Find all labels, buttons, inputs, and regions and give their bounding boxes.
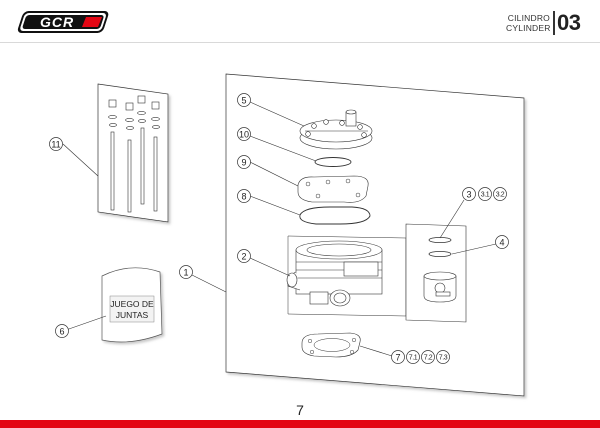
svg-text:9: 9 xyxy=(241,158,246,168)
svg-text:1: 1 xyxy=(183,268,188,278)
cylinder-head xyxy=(299,109,373,150)
svg-text:3: 3 xyxy=(466,190,471,200)
section-title-en: CYLINDER xyxy=(506,23,551,33)
base-gasket-ring xyxy=(299,206,371,225)
callout-7-1 xyxy=(406,350,420,364)
section-titles: CILINDRO CYLINDER xyxy=(506,13,550,33)
svg-text:3.2: 3.2 xyxy=(496,192,505,199)
svg-text:7.3: 7.3 xyxy=(439,355,448,362)
callout-4 xyxy=(495,235,509,249)
head-o-ring xyxy=(314,157,352,167)
section-separator xyxy=(553,11,555,35)
callout-7 xyxy=(391,350,405,364)
cylinder-kit-panel xyxy=(185,73,525,397)
callout-5 xyxy=(237,93,251,107)
gcr-logo: GCR xyxy=(17,11,109,33)
svg-text:3.1: 3.1 xyxy=(481,192,490,199)
logo-text: GCR xyxy=(40,14,74,30)
callout-6 xyxy=(55,324,69,338)
svg-text:2: 2 xyxy=(241,252,246,262)
gasket-kit-label-line1: JUEGO DE xyxy=(110,299,154,309)
logo-red-accent xyxy=(82,17,102,27)
piston xyxy=(423,271,457,303)
stud-bolts xyxy=(110,127,158,213)
cylinder-body xyxy=(286,240,383,307)
svg-text:7.1: 7.1 xyxy=(409,355,418,362)
head-gasket xyxy=(297,175,369,203)
section-title-es: CILINDRO xyxy=(507,13,550,23)
footer-red-bar xyxy=(0,420,600,428)
callout-7-3 xyxy=(436,350,450,364)
callout-10 xyxy=(237,127,251,141)
callout-3-1 xyxy=(478,187,492,201)
section-number: 03 xyxy=(557,10,581,35)
callout-11 xyxy=(49,137,63,151)
svg-text:4: 4 xyxy=(499,238,504,248)
svg-text:7: 7 xyxy=(395,353,400,363)
svg-text:7.2: 7.2 xyxy=(424,355,433,362)
callouts xyxy=(49,93,509,364)
cylinder-nuts xyxy=(108,95,160,130)
callout-9 xyxy=(237,155,251,169)
svg-text:11: 11 xyxy=(51,140,60,150)
piston-rings xyxy=(428,236,452,257)
callout-3 xyxy=(462,187,476,201)
gasket-kit-bag: JUEGO DE JUNTAS xyxy=(65,267,163,343)
callout-2 xyxy=(237,249,251,263)
svg-text:8: 8 xyxy=(241,192,246,202)
callout-labels: 11 1 6 5 10 9 8 2 3 3.1 3.2 4 7 7.1 7.2 … xyxy=(51,96,505,363)
svg-text:5: 5 xyxy=(241,96,246,106)
stud-bolt-panel xyxy=(62,83,169,223)
gasket-kit-label-line2: JUNTAS xyxy=(116,310,149,320)
svg-text:6: 6 xyxy=(59,327,64,337)
callout-1 xyxy=(179,265,193,279)
callout-7-2 xyxy=(421,350,435,364)
callout-8 xyxy=(237,189,251,203)
svg-text:10: 10 xyxy=(239,130,249,140)
callout-3-2 xyxy=(493,187,507,201)
header-divider xyxy=(0,42,600,43)
page-number: 7 xyxy=(296,402,304,418)
